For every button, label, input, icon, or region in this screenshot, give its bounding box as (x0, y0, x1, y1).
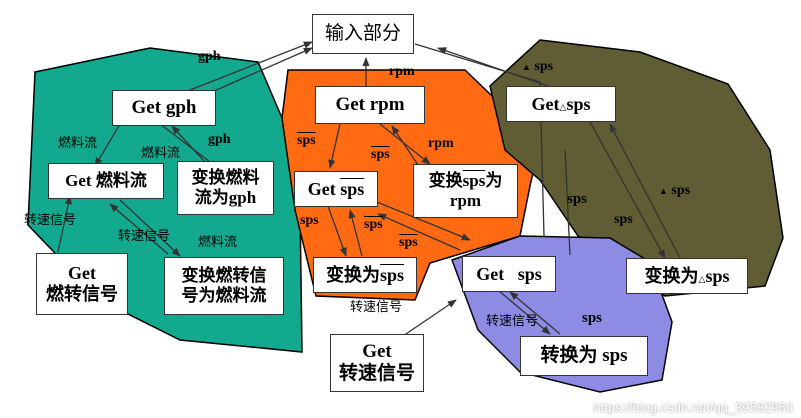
convert-fuel-signal-line1: 变换燃转信 (181, 266, 267, 286)
edge-label-sps-center: sps (614, 212, 633, 227)
convert-fuel-flow-line1: 变换燃料 (191, 168, 260, 188)
edge-label-speed-signal-d: 转速信号 (486, 313, 539, 328)
convert-to-delta-sps-label: 变换为△sps (645, 266, 730, 287)
convert-fuel-signal-box[interactable]: 变换燃转信 号为燃料流 (164, 257, 284, 315)
convert-sps-rpm-prefix: 变换 (428, 171, 463, 191)
edge-label-sps-bar-c: sps (364, 217, 383, 232)
convert-fuel-flow-box[interactable]: 变换燃料 流为gph (177, 161, 274, 215)
edge-label-delta-sps-top: ▲ sps (522, 60, 553, 74)
convert-sps-rpm-box[interactable]: 变换sps为 rpm (413, 164, 518, 218)
edge-label-rpm-top: rpm (389, 64, 415, 79)
edge-label-speed-signal-b: 转速信号 (118, 228, 171, 243)
get-sps-bar-label: Get sps (308, 179, 365, 200)
get-fuel-flow-box[interactable]: Get 燃料流 (48, 163, 164, 199)
get-fuel-flow-label: Get 燃料流 (65, 171, 147, 191)
delta-icon: △ (559, 101, 567, 112)
convert-to-sps-bar-label: 变换为sps (326, 265, 404, 286)
convert-to-sps-bar-box[interactable]: 变换为sps (313, 257, 417, 293)
get-sps-bar-var: sps (340, 178, 365, 199)
convert-sps-rpm-var: sps (462, 171, 486, 191)
convert-fuel-flow-line2: 流为gph (194, 188, 257, 207)
get-sps-bar-prefix: Get (307, 178, 341, 199)
delta-icon: ▲ (659, 186, 668, 196)
edge-label-sps-left: sps (300, 213, 319, 228)
edge-label-sps-bar-a: sps (297, 133, 316, 148)
get-speed-signal-box[interactable]: Get 转速信号 (330, 334, 424, 392)
get-rpm-box[interactable]: Get rpm (315, 86, 425, 124)
convert-to-sps-bar-prefix: 变换为 (325, 264, 380, 285)
edge-label-sps-bar-d: sps (399, 235, 418, 250)
get-delta-sps-box[interactable]: Get△sps (506, 86, 616, 122)
convert-to-sps-box[interactable]: 转换为 sps (520, 336, 648, 376)
watermark: https://blog.csdn.net/qq_39582960 (593, 400, 794, 415)
get-delta-sps-prefix: Get (531, 93, 560, 114)
edge-label-sps-lower: sps (540, 300, 541, 301)
edge-label-sps-right-lower: sps (582, 310, 603, 326)
input-box[interactable]: 输入部分 (312, 14, 414, 54)
get-sps-label: Get sps (476, 263, 542, 284)
get-speed-signal-line2: 转速信号 (338, 363, 415, 384)
edge-label-speed-signal-c: 转速信号 (350, 299, 403, 314)
edge-label-rpm-mid: rpm (428, 136, 454, 151)
get-fuel-signal-box[interactable]: Get 燃转信号 (36, 253, 128, 315)
convert-sps-rpm-line2: rpm (449, 191, 482, 210)
edge-label-fuel-flow-c: 燃料流 (198, 234, 238, 249)
convert-to-sps-label: 转换为 sps (540, 345, 628, 367)
edge-label-speed-signal-a: 转速信号 (24, 212, 77, 227)
get-fuel-signal-line1: Get (68, 263, 96, 284)
convert-to-delta-sps-var: sps (705, 265, 730, 286)
get-gph-label: Get gph (131, 97, 197, 119)
convert-to-sps-bar-var: sps (379, 264, 405, 285)
edge-label-gph-mid: gph (208, 132, 231, 147)
convert-sps-rpm-line1: 变换sps为 (429, 171, 503, 191)
edge-label-gph-top: gph (198, 49, 221, 64)
delta-sps-top-text: sps (534, 59, 554, 74)
convert-fuel-signal-line2: 号为燃料流 (181, 286, 267, 305)
delta-icon: ▲ (522, 62, 531, 72)
get-fuel-signal-line2: 燃转信号 (46, 284, 118, 304)
edge-label-sps-olive: sps (567, 191, 588, 207)
edge-label-delta-sps-right: ▲ sps (659, 184, 690, 198)
input-box-label: 输入部分 (324, 22, 401, 45)
edge-label-fuel-flow-a: 燃料流 (58, 135, 98, 150)
get-rpm-label: Get rpm (335, 94, 405, 116)
get-sps-bar-box[interactable]: Get sps (294, 171, 378, 207)
convert-sps-rpm-suffix: 为 (485, 171, 503, 191)
convert-to-delta-sps-prefix: 变换为 (644, 265, 699, 286)
get-speed-signal-line1: Get (362, 341, 392, 363)
edge-label-sps-bar-b: sps (371, 147, 390, 162)
edge-label-fuel-flow-b: 燃料流 (141, 145, 181, 160)
delta-sps-right-text: sps (671, 183, 691, 198)
delta-icon: △ (698, 273, 706, 284)
get-sps-box[interactable]: Get sps (462, 256, 556, 292)
convert-to-delta-sps-box[interactable]: 变换为△sps (626, 258, 748, 294)
get-delta-sps-var: sps (566, 93, 591, 114)
get-delta-sps-label: Get△sps (532, 94, 591, 115)
get-gph-box[interactable]: Get gph (112, 90, 216, 126)
